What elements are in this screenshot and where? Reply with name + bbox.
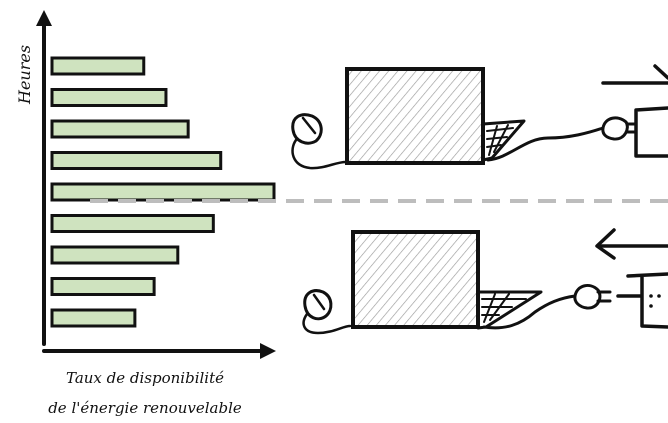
bar-group	[50, 56, 276, 328]
power-cable	[482, 294, 577, 330]
mouse-icon	[291, 113, 348, 170]
arrow-right-icon	[601, 64, 668, 85]
laptop-discharging-icon	[351, 230, 543, 330]
arrow-left-icon	[595, 228, 668, 260]
plug-icon	[601, 116, 638, 141]
availability-chart: Heures Taux de disponibilité de l'énergi…	[15, 10, 276, 417]
x-axis-label-line2: de l'énergie renouvelable	[48, 399, 242, 417]
bar-6	[50, 214, 215, 233]
bar-1	[50, 56, 146, 76]
bar-4	[50, 151, 223, 170]
bar-3	[50, 119, 190, 139]
power-cable	[486, 126, 605, 162]
y-axis-label: Heures	[15, 45, 34, 105]
bar-2	[50, 88, 168, 107]
bar-7	[50, 245, 180, 265]
bottom-scene	[302, 228, 668, 335]
bar-5	[50, 182, 276, 202]
mouse-icon	[302, 289, 352, 335]
top-scene	[291, 64, 668, 170]
bar-8	[50, 277, 156, 296]
bar-9	[50, 308, 137, 328]
y-axis-arrow	[36, 10, 52, 26]
plug-icon	[573, 283, 612, 310]
wall-socket-icon	[616, 272, 668, 329]
wall-socket-icon	[634, 106, 668, 158]
laptop-charging-icon	[345, 67, 526, 165]
x-axis-arrow	[260, 343, 276, 359]
x-axis-label-line1: Taux de disponibilité	[66, 369, 224, 387]
